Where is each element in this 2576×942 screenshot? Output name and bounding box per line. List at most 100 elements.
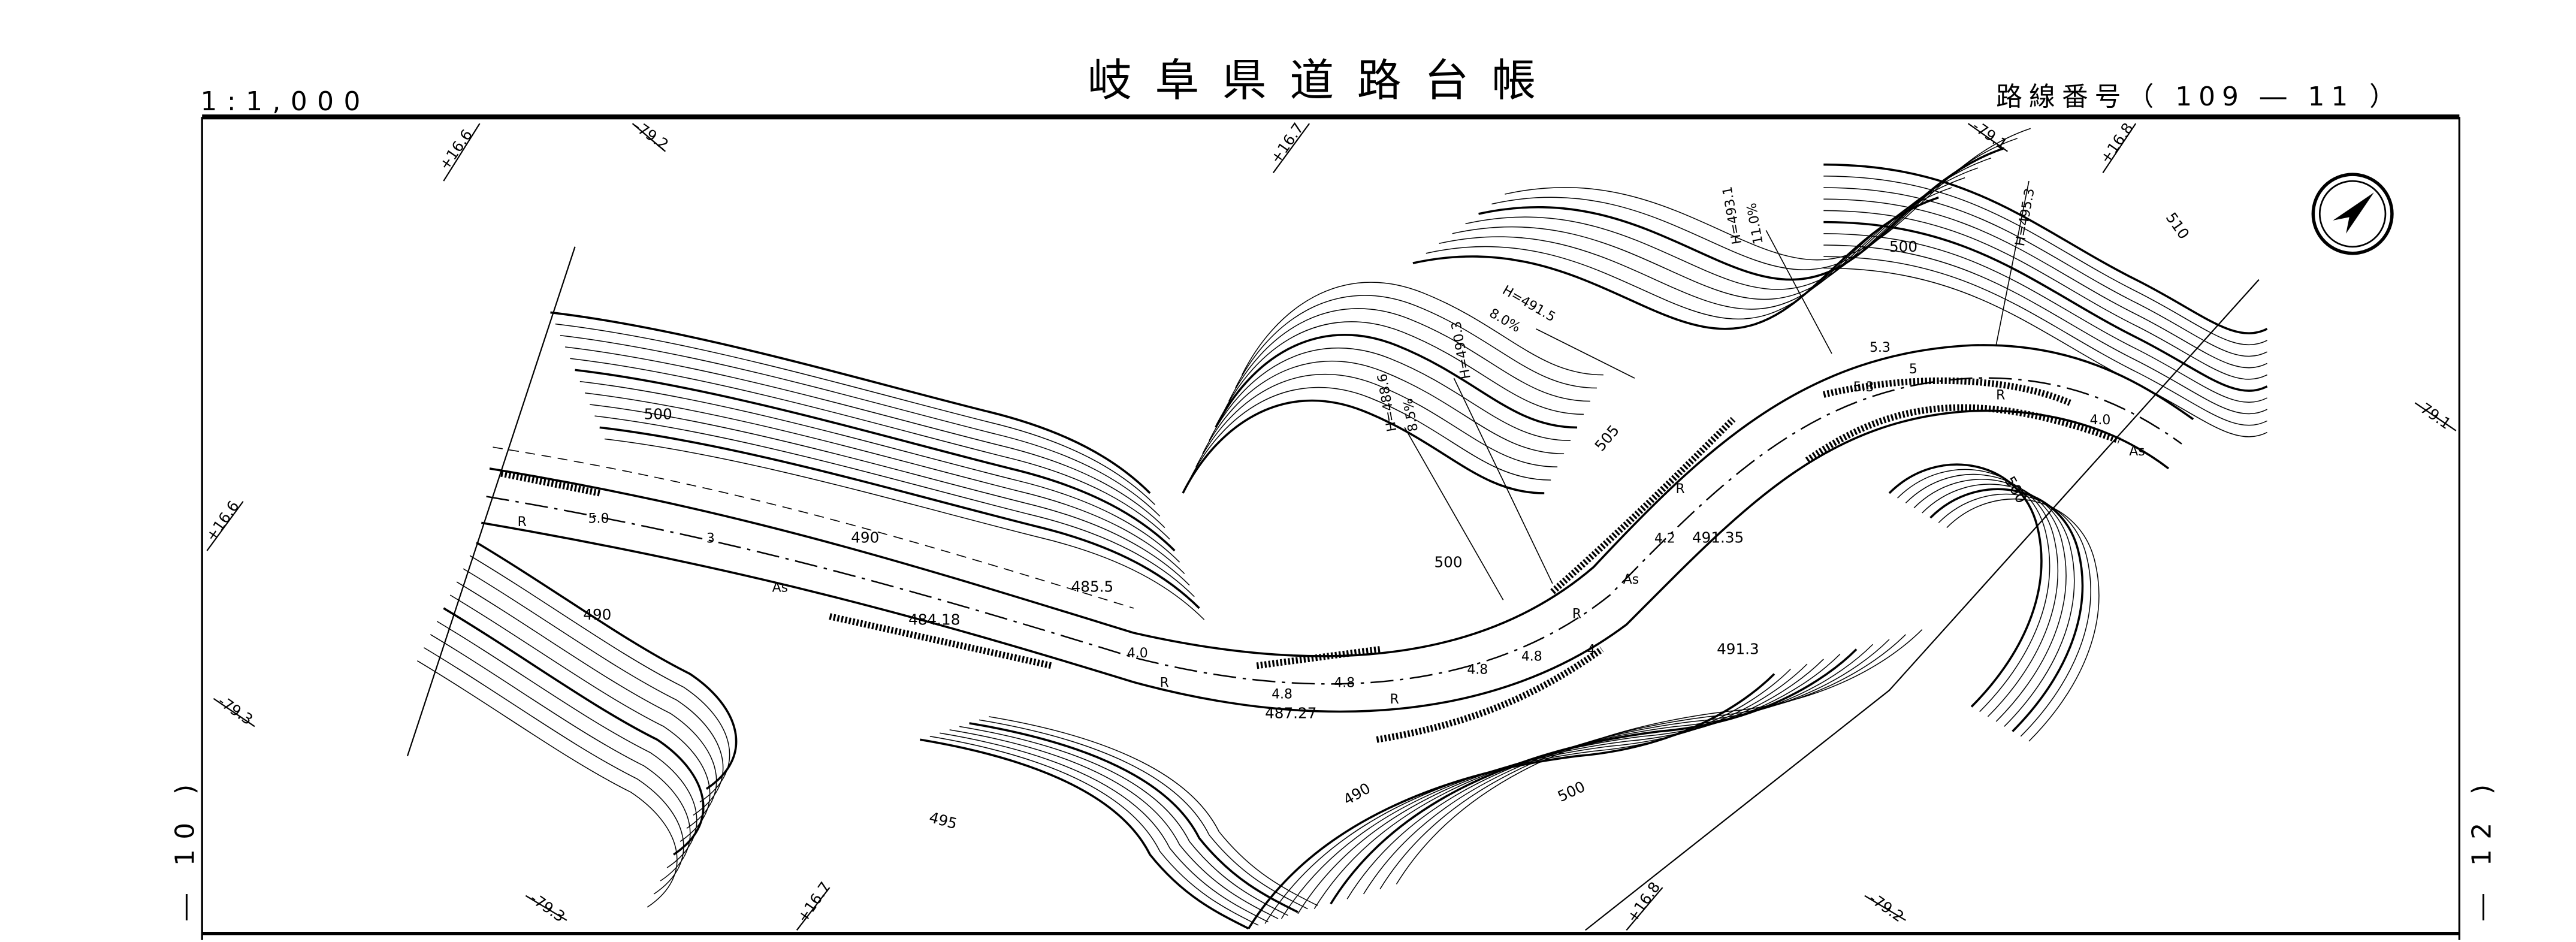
contour-line [1222,321,1584,415]
svg-text:11.0%: 11.0% [1744,202,1766,246]
contour-line [1412,196,1939,330]
contour-line [929,736,1259,926]
map-boundary [406,246,2260,931]
grid-mark: +16.8 [2097,120,2137,167]
contour-line [1379,634,1906,890]
contour-line [1478,147,2005,281]
contour-line [456,581,717,829]
svg-text:485.5: 485.5 [1071,578,1114,596]
svg-text:484.18: 484.18 [908,611,960,628]
road-label: As [1623,572,1639,587]
svg-text:8.5%: 8.5% [1401,397,1421,433]
contour-line [1823,198,2267,369]
contour-line [430,634,691,881]
contour-line [443,607,705,856]
contour-line [1823,267,2267,437]
grid-mark: -79.3 [215,692,256,728]
contour-line [1823,176,2267,346]
contour-line [1505,128,2031,261]
contour-line [1235,295,1597,389]
contour-line [579,381,1180,563]
contour-line [555,323,1155,505]
contour-line [423,647,684,895]
road-label: 5.3 [1853,380,1874,395]
svg-text:491.35: 491.35 [1692,529,1744,546]
contour-line [1823,221,2268,392]
contour-line [1346,644,1874,899]
road-label: 5 [1909,362,1917,377]
contour-line [584,393,1185,574]
contour-line [940,732,1269,923]
gradient-labels: H=488.6 8.5% H=490.3 H=491.5 8.0% H=493.… [1375,185,2038,433]
scale-label: 1:1,000 [200,86,370,117]
grid-mark: -79.2 [630,117,672,153]
grid-mark: +16.8 [1623,878,1663,926]
contour-line [1823,187,2267,357]
contour-line [449,594,711,842]
contour-line [1330,648,1858,905]
contour-line [560,335,1161,517]
road-label: As [772,581,788,596]
contour-line [1281,663,1808,919]
grid-mark: +16.6 [436,126,476,174]
svg-text:H=488.6: H=488.6 [1375,373,1400,433]
map-title: 岐阜県道路台帳 [1088,55,1559,107]
contour-line [1228,308,1590,402]
svg-text:491.3: 491.3 [1717,641,1759,658]
contour-line [949,729,1279,919]
contour-line [920,738,1249,930]
grid-marks [206,123,2457,931]
contour-line [599,426,1200,609]
road-label: R [1572,606,1581,621]
contour-line [1465,157,1992,290]
svg-text:500: 500 [1555,778,1588,805]
contour-line [469,555,730,803]
contour-line [1491,138,2018,270]
contour-line [463,568,724,816]
contour-line [604,438,1205,620]
grid-mark: -79.1 [2413,397,2454,433]
road-label: R [1676,482,1685,497]
svg-text:500: 500 [1435,553,1463,570]
svg-text:H=493.1: H=493.1 [1720,185,1745,245]
map-frame [201,114,2460,940]
contour-line [1946,499,2100,742]
contour-line [1823,210,2267,380]
road-label: 4.8 [1334,676,1355,691]
contour-line [1189,387,1551,481]
road-label: 5.3 [1870,340,1891,355]
road-label: R [1160,676,1169,691]
contour-line [1922,484,2075,727]
svg-text:H=495.3: H=495.3 [2013,187,2038,247]
road-label: 4.0 [2089,413,2110,428]
contour-lines [417,128,2268,930]
contour-line [1313,654,1841,910]
contour-line [959,726,1288,916]
contour-line [1202,361,1565,454]
svg-text:8.0%: 8.0% [1487,306,1523,336]
side-label-right: ― 12 ) [2466,774,2497,920]
contour-line [565,346,1165,529]
contour-line [1897,469,2050,712]
contour-line [575,369,1176,552]
grid-mark: +16.7 [1267,120,1307,167]
contour-line [417,660,678,908]
contour-line [989,716,1318,906]
svg-text:490: 490 [583,606,611,623]
road-label: 4.8 [1521,650,1542,665]
svg-text:500: 500 [1889,238,1917,255]
road-label: 4 [1587,643,1595,658]
contour-line [570,358,1170,540]
contour-line [1426,187,1952,320]
road-label: R [1390,692,1399,707]
route-number: 路線番号（ 109 ― 11 ） [1996,81,2402,112]
road-label: R [518,515,527,530]
contour-line [1363,639,1890,895]
contour-line [979,719,1308,910]
road-label: 4.8 [1272,687,1292,702]
contour-line [1823,163,2268,334]
contour-line [476,541,738,790]
contour-line [1297,659,1824,914]
grid-mark: +16.7 [794,878,834,926]
